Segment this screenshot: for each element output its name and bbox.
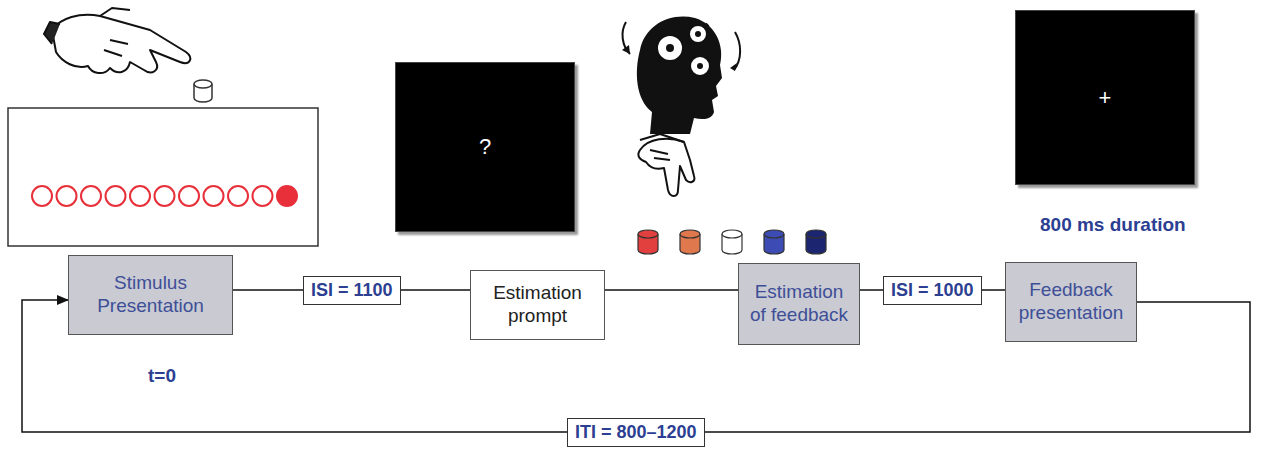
gear-tooth [711,64,715,68]
gear-tooth [698,77,702,81]
stimulus-circle [277,186,297,206]
thinking-head [622,17,740,134]
stimulus-circle [253,186,273,206]
stimulus-screen [8,108,318,246]
gear-tooth [696,44,700,48]
connector [605,289,738,291]
gear-tooth [684,46,688,50]
time-label: t=0 [148,365,176,387]
gear-tooth [688,24,691,27]
cylinder-top [806,230,826,238]
pointing-hand [44,8,190,73]
stimulus-circle [32,186,52,206]
token-cylinder [194,80,212,102]
stimulus-circle [81,186,101,206]
gear-tooth [652,46,656,50]
gear-tooth [696,20,700,24]
edge-label: ISI = 1100 [303,276,401,305]
gear-tooth [657,35,660,38]
gear-tooth [680,35,683,38]
gear-tooth [680,58,683,61]
process-box: Estimation prompt [470,270,605,340]
screen-display: ? [395,62,575,232]
node-text: Estimation prompt [479,282,596,328]
edge-label: ITI = 800–1200 [567,418,705,447]
edge-label: ISI = 1000 [883,276,982,305]
screen-display: + [1015,10,1195,185]
stimulus-circle [130,186,150,206]
gear-tooth [688,41,691,44]
pointing-hand [638,134,694,196]
stimulus-circle [228,186,248,206]
gear-tooth [708,32,712,36]
gear-tooth [668,30,672,34]
circle-row [32,186,297,206]
node-text: Feedback presentation [1014,279,1128,325]
cylinder-top [638,230,658,238]
node-text: ? [479,134,491,160]
gear-tooth [705,41,708,44]
process-box: Estimation of feedback [738,263,860,345]
gear-tooth [708,74,711,77]
response-cylinders [638,230,826,254]
gear-tooth [684,32,688,36]
gear-tooth [689,74,692,77]
gear-tooth [705,24,708,27]
stimulus-circle [155,186,175,206]
stimulus-circle [179,186,199,206]
process-box: Feedback presentation [1005,262,1137,342]
stimulus-circle [57,186,77,206]
node-text: + [1099,85,1112,111]
process-box: Stimulus Presentation [68,255,233,335]
duration-label: 800 ms duration [1040,214,1186,236]
gear-tooth [708,55,711,58]
gear-tooth [689,55,692,58]
node-text: Stimulus Presentation [77,272,224,318]
gear-tooth [657,58,660,61]
cylinder-top [722,230,742,238]
cylinder-top [680,230,700,238]
node-text: Estimation of feedback [747,281,851,327]
stimulus-circle [106,186,126,206]
cylinder-top [764,230,784,238]
gear-tooth [698,51,702,55]
gear-tooth [668,62,672,66]
gear-tooth [685,64,689,68]
stimulus-circle [204,186,224,206]
